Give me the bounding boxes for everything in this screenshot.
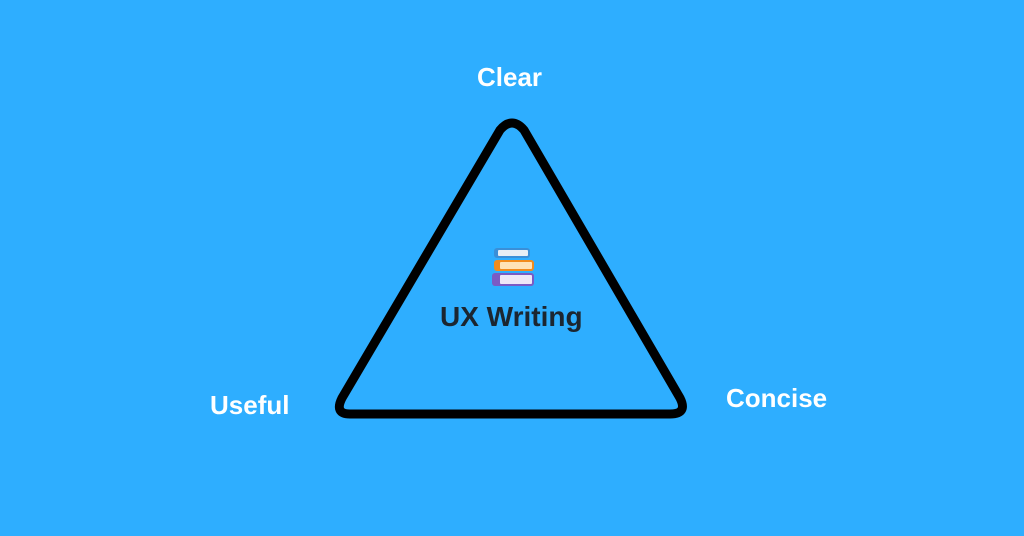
vertex-label-clear: Clear — [477, 62, 543, 92]
vertex-label-concise: Concise — [726, 383, 828, 413]
center-title: UX Writing — [440, 301, 583, 332]
books-icon — [492, 248, 534, 286]
vertex-label-useful: Useful — [210, 390, 290, 420]
